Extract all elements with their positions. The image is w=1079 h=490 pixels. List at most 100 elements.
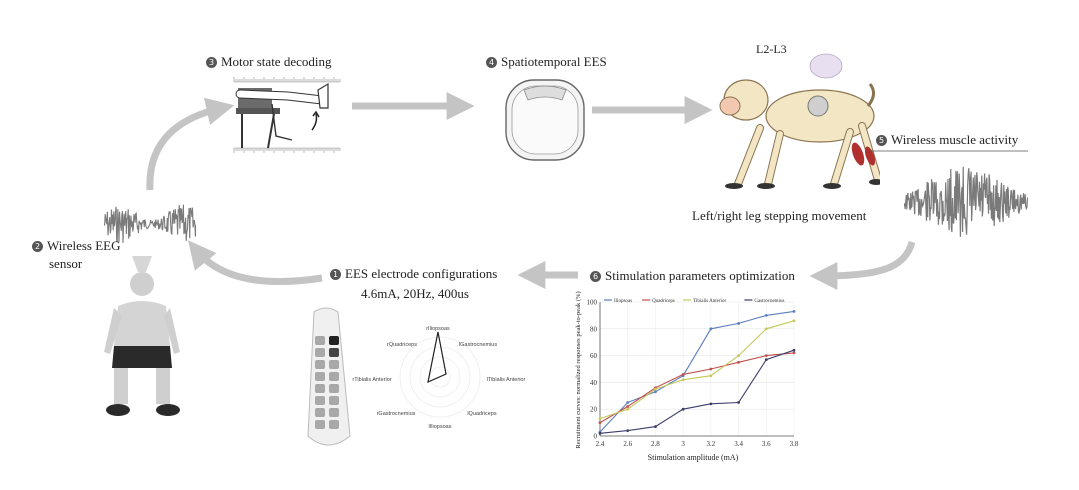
chart-data-point bbox=[654, 425, 657, 429]
chart-x-tick-label: 3.4 bbox=[734, 440, 743, 448]
chart-x-tick-label: 3.6 bbox=[762, 440, 771, 448]
electrode-contact bbox=[315, 360, 325, 369]
chart-data-point bbox=[764, 358, 768, 362]
electrode-contact bbox=[329, 336, 339, 345]
electrode-contact bbox=[329, 396, 339, 405]
chart-legend-label: Gastrocnemius bbox=[754, 299, 784, 304]
target-label-top: rIliopsoas bbox=[426, 326, 450, 332]
chart-x-tick-label: 3.2 bbox=[706, 440, 715, 448]
target-label-bottom-left: rGastrocnemius bbox=[377, 411, 416, 417]
chart-data-point bbox=[681, 407, 685, 411]
monkey-illustration bbox=[719, 53, 880, 189]
chart-x-tick-label: 2.8 bbox=[651, 440, 660, 448]
eeg-signal bbox=[104, 204, 196, 243]
electrode-contact bbox=[329, 372, 339, 381]
chart-data-point bbox=[737, 354, 740, 357]
chart-data-point bbox=[792, 351, 796, 355]
chart-y-tick-label: 80 bbox=[590, 325, 598, 333]
electrode-contact bbox=[315, 372, 325, 381]
chart-data-point bbox=[709, 327, 713, 331]
chart-y-axis-label: Recruitment curves: normalized responses… bbox=[575, 291, 582, 448]
chart-data-point bbox=[709, 374, 713, 378]
chart-x-tick-label: 2.6 bbox=[623, 440, 632, 448]
chart-x-axis-label: Stimulation amplitude (mA) bbox=[648, 453, 739, 462]
chart-data-point bbox=[792, 319, 796, 323]
chart-data-point bbox=[764, 327, 768, 331]
step-number-badge: 5 bbox=[876, 135, 887, 146]
target-label-left: rTibialis Anterior bbox=[352, 377, 391, 383]
chart-y-tick-label: 100 bbox=[587, 299, 598, 307]
chart-legend-label: Quadriceps bbox=[652, 299, 675, 304]
seated-person-illustration bbox=[104, 256, 180, 416]
stimulator-device-icon bbox=[505, 79, 585, 161]
chart-data-point bbox=[626, 405, 630, 408]
chart-series-line-iliopsoas bbox=[599, 310, 795, 433]
chart-data-point bbox=[626, 429, 630, 433]
target-label-right: lTibialis Anterior bbox=[487, 377, 526, 383]
target-label-bottom: lIliopsoas bbox=[429, 424, 452, 430]
chart-data-point bbox=[737, 322, 740, 325]
electrode-contact bbox=[315, 420, 325, 429]
muscle-label-underline bbox=[870, 150, 1028, 152]
arrow-muscle-to-opt bbox=[809, 240, 916, 290]
emg-signal bbox=[904, 166, 1028, 237]
chart-y-tick-label: 0 bbox=[594, 433, 598, 441]
target-label-bottom-right: lQuadriceps bbox=[467, 411, 497, 417]
step-number-badge: 1 bbox=[330, 269, 341, 280]
electrode-contact bbox=[329, 384, 339, 393]
electrode-contact bbox=[329, 348, 339, 357]
chart-data-point bbox=[681, 378, 685, 382]
chart-x-tick-label: 3 bbox=[681, 440, 685, 448]
chart-series-line-quadriceps bbox=[599, 352, 795, 424]
electrode-contact bbox=[315, 348, 325, 357]
chart-data-point bbox=[681, 372, 685, 376]
chart-y-tick-label: 20 bbox=[590, 406, 598, 414]
electrode-paddle bbox=[307, 307, 351, 446]
chart-legend-label: Tibialis Anterior bbox=[693, 299, 726, 304]
electrode-contact bbox=[329, 420, 339, 429]
step-number-badge: 2 bbox=[32, 241, 43, 252]
target-label-top-right: lGastrocnemius bbox=[459, 342, 497, 348]
chart-data-point bbox=[792, 348, 796, 352]
ees-parameters: 4.6mA, 20Hz, 400us bbox=[361, 286, 469, 301]
chart-data-point bbox=[792, 309, 796, 313]
electrode-contact bbox=[315, 384, 325, 393]
chart-data-point bbox=[598, 421, 602, 424]
chart-data-point bbox=[709, 367, 713, 371]
chart-data-point bbox=[654, 390, 657, 394]
chart-data-point bbox=[654, 387, 657, 391]
electrode-contact bbox=[315, 396, 325, 405]
step-eeg-label-line2: sensor bbox=[49, 256, 83, 271]
monkey-caption: Left/right leg stepping movement bbox=[692, 208, 867, 223]
step-number-badge: 4 bbox=[486, 57, 497, 68]
chart-data-point bbox=[764, 314, 768, 317]
chart-data-point bbox=[598, 431, 602, 435]
electrode-contact bbox=[329, 360, 339, 369]
arrow-config-to-eeg bbox=[188, 240, 323, 285]
chart-data-point bbox=[626, 407, 630, 411]
arrow-eeg-to-decoding bbox=[146, 97, 235, 191]
electrode-contact bbox=[315, 336, 325, 345]
target-label-top-left: rQuadriceps bbox=[387, 342, 417, 348]
electrode-contact bbox=[315, 408, 325, 417]
chart-y-tick-label: 60 bbox=[590, 352, 598, 360]
leg-extension-illustration bbox=[233, 77, 341, 153]
spine-level-label: L2-L3 bbox=[756, 42, 787, 56]
chart-data-point bbox=[598, 417, 602, 420]
chart-series-line-tibialis-anterior bbox=[599, 320, 795, 420]
chart-series-line-gastrocnemius bbox=[599, 349, 795, 434]
electrode-contact bbox=[329, 408, 339, 417]
step-number-badge: 6 bbox=[590, 271, 601, 282]
chart-legend-label: Iliopsoas bbox=[614, 299, 632, 304]
chart-data-point bbox=[709, 402, 713, 406]
electrode-radar-plot: rIliopsoas rQuadriceps lGastrocnemius rT… bbox=[352, 326, 526, 430]
chart-x-tick-label: 2.4 bbox=[596, 440, 605, 448]
chart-data-point bbox=[626, 401, 630, 404]
step-number-badge: 3 bbox=[206, 57, 217, 68]
